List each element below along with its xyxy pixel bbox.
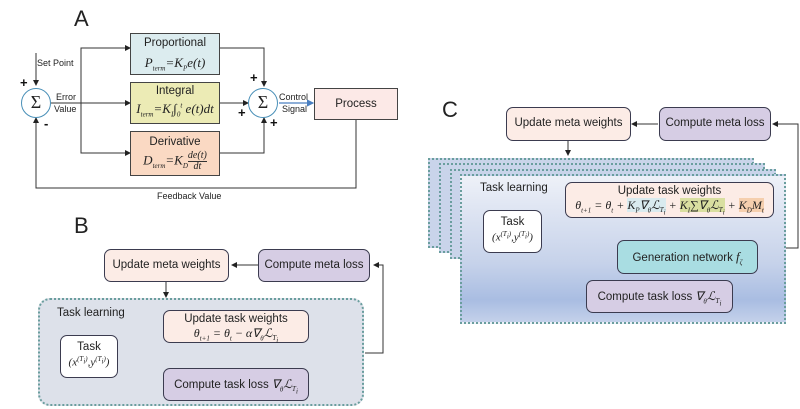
proportional-block: Proportional Pterm=KPe(t) bbox=[130, 33, 220, 75]
panel-label-b: B bbox=[74, 213, 89, 238]
error-label-2: Value bbox=[54, 104, 77, 114]
c-compute-task-loss: Compute task loss ∇θℒTi bbox=[586, 280, 733, 313]
sum2-left-plus-sign: + bbox=[238, 105, 246, 120]
b-task-box: Task (x(Ti),y(Ti)) bbox=[60, 335, 118, 378]
c-generation-network: Generation network fζ bbox=[617, 240, 758, 274]
sum-junction-control: Σ bbox=[248, 88, 278, 118]
integral-equation: Iterm=KI∫0t e(t)dt bbox=[136, 101, 214, 119]
c-update-equation: θt+1 = θt + KP∇θℒTi + KI∑∇θℒTi + KDMt bbox=[575, 198, 764, 217]
feedback-value-label: Feedback Value bbox=[157, 191, 222, 201]
sum2-bottom-plus-sign: + bbox=[270, 115, 278, 130]
sum-junction-error: Σ bbox=[21, 88, 51, 118]
panel-label-c: C bbox=[442, 97, 458, 122]
b-compute-task-loss-label: Compute task loss ∇θℒTi bbox=[174, 377, 298, 396]
c-update-task-weights-label: Update task weights bbox=[617, 185, 722, 197]
c-update-meta-weights: Update meta weights bbox=[506, 107, 631, 141]
sum1-minus-sign: - bbox=[44, 116, 49, 131]
control-label-1: Control bbox=[279, 92, 309, 102]
c-update-task-weights: Update task weights θt+1 = θt + KP∇θℒTi … bbox=[565, 182, 774, 218]
b-compute-meta-loss-label: Compute meta loss bbox=[264, 259, 364, 271]
sum2-top-plus-sign: + bbox=[250, 70, 258, 85]
panel-label-a: A bbox=[74, 6, 89, 31]
integral-block: Integral Iterm=KI∫0t e(t)dt bbox=[130, 82, 220, 124]
b-compute-task-loss: Compute task loss ∇θℒTi bbox=[163, 368, 309, 401]
process-title: Process bbox=[335, 98, 377, 110]
c-task-learning-label: Task learning bbox=[480, 182, 548, 194]
b-update-task-weights: Update task weights θt+1 = θt − α∇θℒTi bbox=[163, 310, 309, 345]
b-update-equation: θt+1 = θt − α∇θℒTi bbox=[193, 326, 279, 345]
b-task-data: (x(Ti),y(Ti)) bbox=[68, 355, 110, 369]
control-label-2: Signal bbox=[282, 104, 308, 114]
b-task-label: Task bbox=[77, 341, 101, 353]
c-eq-integral-term: KI∑∇θℒTi bbox=[679, 198, 725, 217]
b-compute-meta-loss: Compute meta loss bbox=[258, 249, 370, 282]
c-update-meta-weights-label: Update meta weights bbox=[514, 117, 623, 129]
c-eq-derivative-term: KDMt bbox=[738, 198, 764, 215]
panel-a-wires bbox=[33, 45, 357, 189]
b-update-meta-weights: Update meta weights bbox=[104, 249, 229, 282]
c-compute-task-loss-label: Compute task loss ∇θℒTi bbox=[597, 289, 722, 308]
c-eq-proportional-term: KP∇θℒTi bbox=[627, 198, 666, 217]
c-compute-meta-loss: Compute meta loss bbox=[659, 107, 771, 141]
b-task-learning-label: Task learning bbox=[57, 307, 125, 319]
process-block: Process bbox=[314, 88, 398, 120]
c-generation-network-label: Generation network fζ bbox=[632, 249, 743, 267]
derivative-title: Derivative bbox=[149, 136, 201, 148]
set-point-label: Set Point bbox=[37, 58, 74, 68]
proportional-title: Proportional bbox=[143, 37, 206, 49]
sum1-plus-sign: + bbox=[20, 75, 28, 90]
b-update-task-weights-label: Update task weights bbox=[184, 313, 288, 325]
proportional-equation: Pterm=KPe(t) bbox=[144, 55, 206, 73]
c-task-data: (x(Ti),y(Ti)) bbox=[492, 230, 533, 244]
c-task-label: Task bbox=[500, 216, 525, 228]
error-label-1: Error bbox=[56, 92, 76, 102]
c-compute-meta-loss-label: Compute meta loss bbox=[665, 117, 765, 129]
c-task-box: Task (x(Ti),y(Ti)) bbox=[483, 210, 542, 253]
b-update-meta-weights-label: Update meta weights bbox=[112, 259, 221, 271]
integral-title: Integral bbox=[155, 85, 195, 97]
